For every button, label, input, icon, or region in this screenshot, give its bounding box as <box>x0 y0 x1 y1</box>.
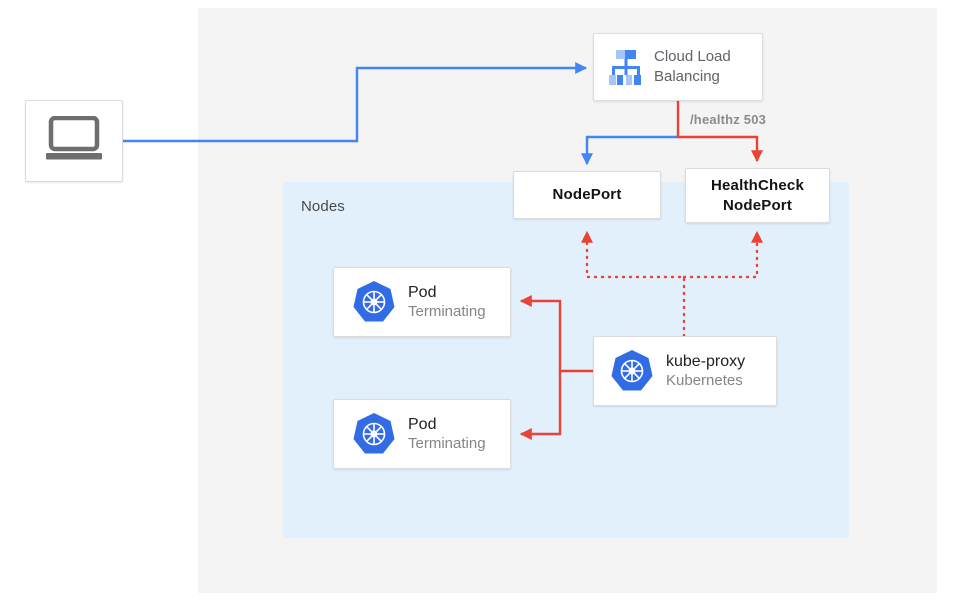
healthcheck-nodeport-line-1: HealthCheck <box>710 177 805 195</box>
cloud-load-balancing-line-2: Balancing <box>654 68 720 85</box>
kubernetes-icon <box>350 410 398 458</box>
healthcheck-nodeport-line-2: NodePort <box>722 196 793 214</box>
healthcheck-nodeport-label: HealthCheck NodePort <box>711 176 804 214</box>
healthcheck-nodeport-node[interactable]: HealthCheck NodePort <box>685 168 830 223</box>
pod-title-2: Pod <box>408 415 437 433</box>
cloud-load-balancing-label: Cloud Load Balancing <box>654 47 731 87</box>
pod-node-1[interactable]: Pod Terminating <box>333 267 511 337</box>
pod-status-2: Terminating <box>408 435 486 453</box>
nodes-region-label: Nodes <box>301 198 345 215</box>
pod-node-2[interactable]: Pod Terminating <box>333 399 511 469</box>
laptop-icon <box>45 115 103 167</box>
kube-proxy-subtitle: Kubernetes <box>666 372 743 390</box>
load-balancer-icon <box>604 45 648 89</box>
kubernetes-icon <box>608 347 656 395</box>
kube-proxy-node[interactable]: kube-proxy Kubernetes <box>593 336 777 406</box>
nodeport-node[interactable]: NodePort <box>513 171 661 219</box>
healthz-status-label: /healthz 503 <box>690 112 767 127</box>
pod-text-2: Pod Terminating <box>408 415 486 453</box>
pod-title-1: Pod <box>408 283 437 301</box>
kube-proxy-text: kube-proxy Kubernetes <box>666 352 745 390</box>
kubernetes-icon <box>350 278 398 326</box>
pod-status-1: Terminating <box>408 303 486 321</box>
cloud-load-balancing-line-1: Cloud Load <box>654 48 731 66</box>
nodeport-label: NodePort <box>552 186 622 204</box>
pod-text-1: Pod Terminating <box>408 283 486 321</box>
kube-proxy-title: kube-proxy <box>666 352 746 370</box>
cloud-load-balancing-node[interactable]: Cloud Load Balancing <box>593 33 763 101</box>
client-node[interactable] <box>25 100 123 182</box>
